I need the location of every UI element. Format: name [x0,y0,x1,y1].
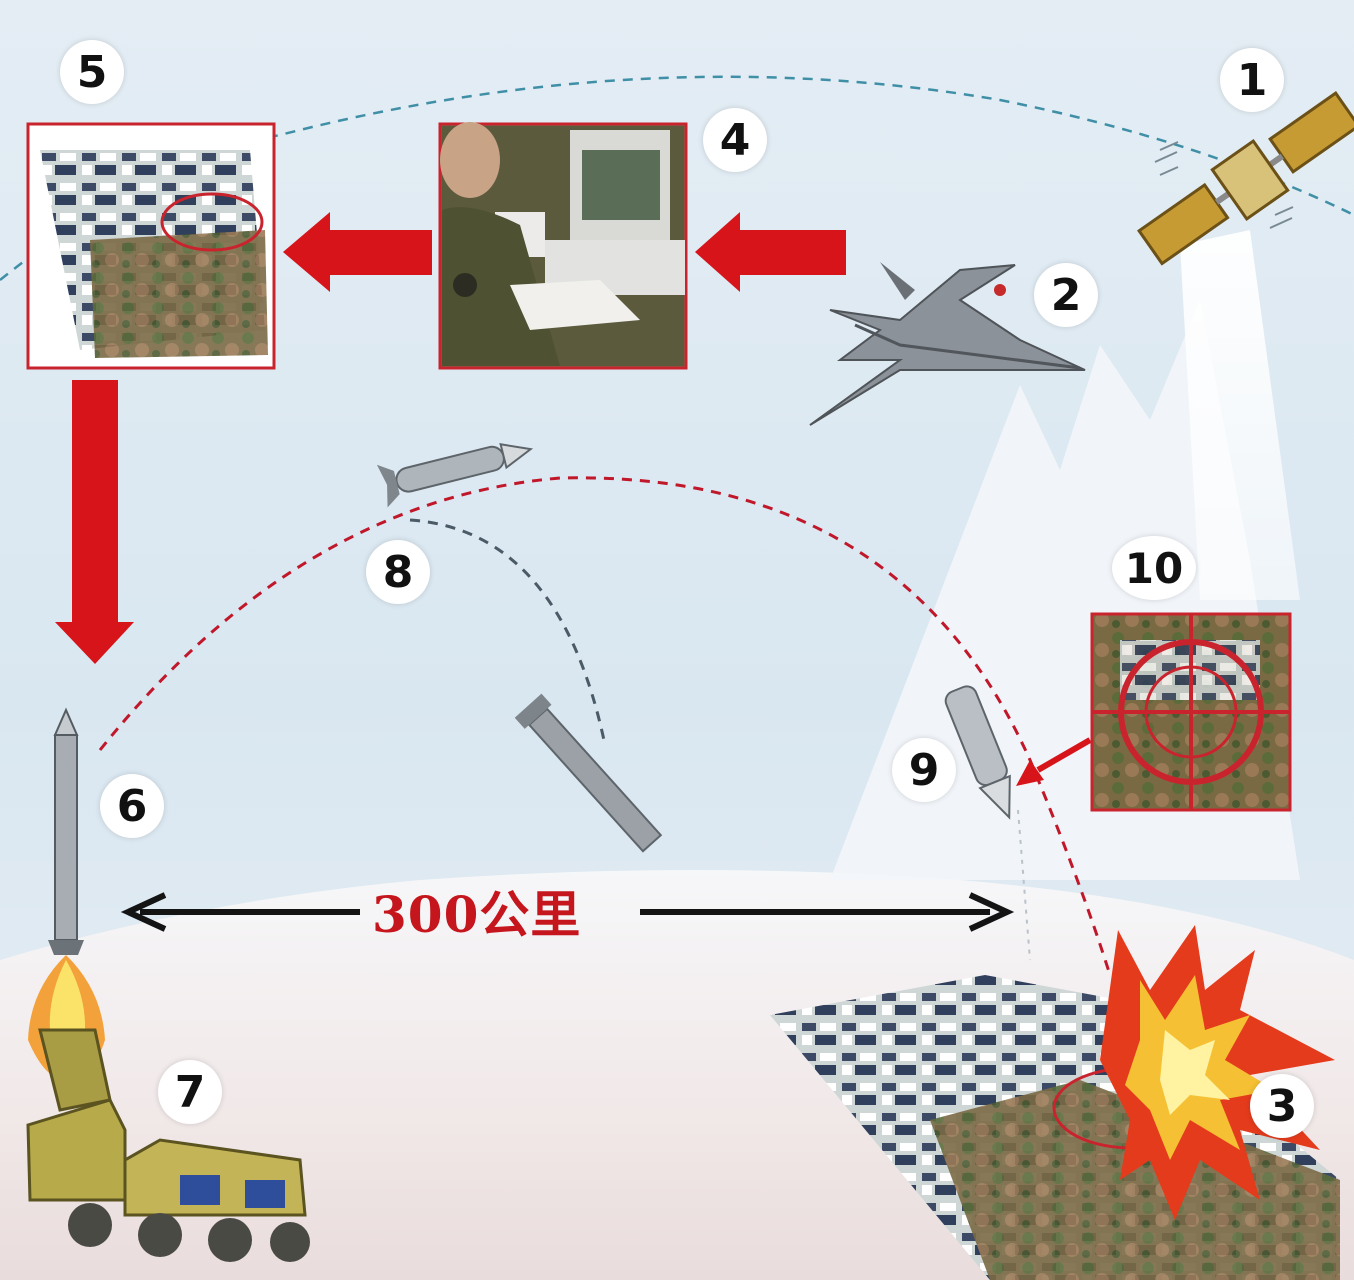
panel-4-operator-photo [438,122,688,370]
step-1-label: 1 [1220,48,1284,112]
step-8-label: 8 [366,540,430,604]
flow-arrows [55,212,1092,786]
satellite-icon [1136,91,1354,266]
missile-icon-apex [376,443,534,508]
step-2-label: 2 [1034,263,1098,327]
step-3-label: 3 [1250,1074,1314,1138]
missile-launcher-truck-icon [26,1028,310,1262]
panel-5-target-map [26,122,276,370]
step-6-label: 6 [100,774,164,838]
step-9-label: 9 [892,738,956,802]
missile-trajectory [98,476,1112,976]
distance-label: 300公里 [372,885,582,944]
ballistic-missile-icon [48,707,84,955]
satellite-radio-waves [1154,141,1294,229]
step-7-label: 7 [158,1060,222,1124]
explosion-icon [1100,925,1335,1220]
step-10-label: 10 [1112,536,1196,600]
booster-fall-path [409,518,607,746]
warhead-icon [944,685,1011,820]
fighter-jet-icon [809,262,1086,426]
satellite-beam [1180,230,1300,600]
distance-arrow [120,892,1015,932]
panel-10-crosshair-target [1090,612,1292,812]
step-4-label: 4 [703,108,767,172]
booster-icon [514,693,663,853]
step-5-label: 5 [60,40,124,104]
